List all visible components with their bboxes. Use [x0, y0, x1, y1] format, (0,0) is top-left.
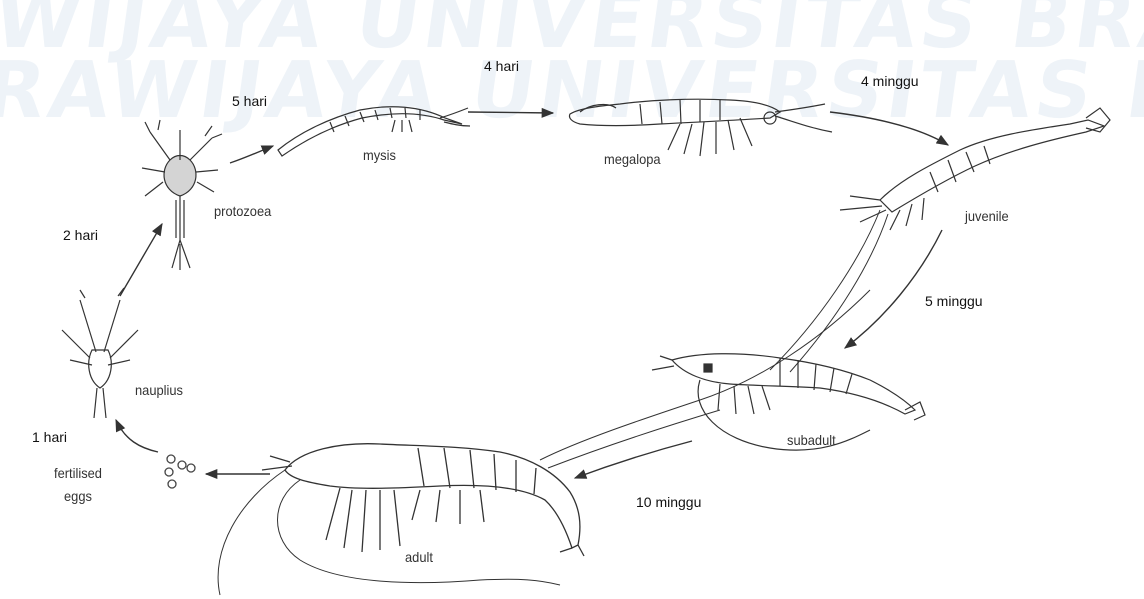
- label-fertilised-eggs: fertilised eggs: [54, 462, 102, 508]
- arrow-subadult-to-adult: [575, 441, 692, 478]
- duration-subadult-to-adult: 10 minggu: [636, 494, 701, 510]
- nauplius-illustration: [62, 288, 138, 418]
- duration-juvenile-to-subadult: 5 minggu: [925, 293, 983, 309]
- label-megalopa: megalopa: [604, 151, 661, 167]
- label-mysis: mysis: [363, 147, 396, 163]
- duration-protozoea-to-mysis: 5 hari: [232, 93, 267, 109]
- arrow-juvenile-to-subadult: [845, 230, 942, 348]
- fertilised-eggs-illustration: [165, 455, 195, 488]
- label-nauplius: nauplius: [135, 382, 183, 398]
- megalopa-illustration: [569, 99, 832, 156]
- arrow-mysis-to-megalopa: [468, 112, 553, 113]
- cycle-arrows: [116, 112, 948, 478]
- duration-megalopa-to-juvenile: 4 minggu: [861, 73, 919, 89]
- protozoea-illustration: [142, 120, 222, 270]
- label-juvenile: juvenile: [965, 208, 1009, 224]
- duration-eggs-to-nauplius: 1 hari: [32, 429, 67, 445]
- label-subadult: subadult: [787, 432, 836, 448]
- arrow-eggs-to-nauplius: [116, 420, 158, 452]
- adult-illustration: [218, 290, 870, 595]
- label-adult: adult: [405, 549, 433, 565]
- arrow-nauplius-to-protozoea: [120, 224, 162, 296]
- duration-nauplius-to-protozoea: 2 hari: [63, 227, 98, 243]
- juvenile-illustration: [770, 108, 1110, 372]
- duration-mysis-to-megalopa: 4 hari: [484, 58, 519, 74]
- arrow-protozoea-to-mysis: [230, 146, 273, 163]
- label-protozoea: protozoea: [214, 203, 271, 219]
- arrow-megalopa-to-juvenile: [830, 112, 948, 145]
